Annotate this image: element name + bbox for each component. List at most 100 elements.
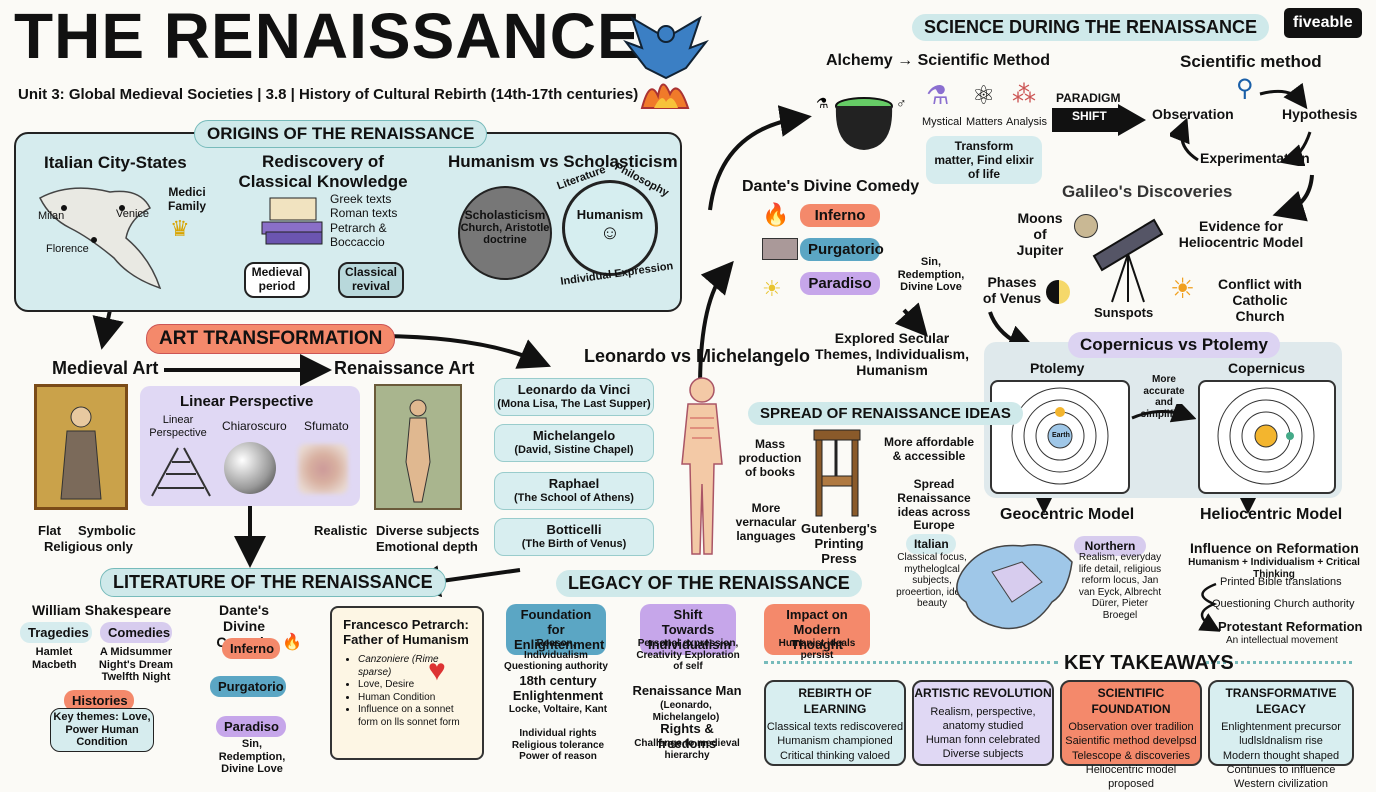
renaissance-man-label: Renaissance Man — [632, 683, 742, 698]
matters-label: Matters — [966, 116, 1003, 128]
city-milan: Milan — [38, 210, 65, 222]
tragedies-tag: Tragedies — [20, 622, 92, 643]
humanism-circle: Humanism ☺ — [562, 180, 658, 276]
galileo-label: Galileo's Discoveries — [1062, 182, 1233, 201]
takeaways-divider-right — [1206, 661, 1352, 664]
magnifier-icon: ⚲ — [1236, 75, 1254, 102]
scholasticism-label: Scholasticism — [464, 208, 546, 222]
text-roman: Roman texts — [330, 206, 398, 221]
renaissance-painting — [374, 384, 462, 510]
takeaway-line: Realism, perspective, — [930, 705, 1036, 718]
printed-bible-label: Printed Bible translations — [1220, 576, 1342, 588]
shift-arrow-icon — [1052, 104, 1146, 136]
comedies-list: A Midsummer Night's Dream Twelfth Night — [98, 646, 174, 684]
takeaway-line: Observation over tradilion — [1068, 721, 1194, 734]
molecule-icon: ⁂ — [1012, 81, 1036, 108]
enlightenment-label: 18th century Enlightenment — [512, 673, 604, 703]
artist-works: (David, Sistine Chapel) — [514, 443, 634, 456]
moon-icon — [1074, 214, 1098, 238]
petrarch-title: Francesco Petrarch: Father of Humanism — [343, 617, 469, 647]
lit-fire-icon: 🔥 — [282, 634, 302, 651]
dante-explored: Explored Secular Themes, Individualism, … — [814, 330, 970, 379]
venus-phase-icon — [1046, 280, 1070, 304]
vernacular-label: More vernacular languages — [735, 501, 797, 543]
literature-heading: LITERATURE OF THE RENAISSANCE — [100, 568, 446, 597]
takeaway-line: Heliocentric model proposed — [1085, 764, 1177, 791]
takeaway-title: REBIRTH OF LEARNING — [798, 686, 872, 716]
hypothesis-label: Hypothesis — [1282, 106, 1358, 122]
art-heading: ART TRANSFORMATION — [146, 324, 396, 354]
takeaway-line: Enlightenment precursor — [1221, 721, 1341, 734]
spread-heading: SPREAD OF RENAISSANCE IDEAS — [748, 402, 1023, 425]
takeaways-heading: KEY TAKEAWAYS — [1064, 652, 1234, 674]
takeaway-line: Humanism championed — [777, 735, 893, 748]
petrarch-item: Influence on a sonnet form on lls sonnet… — [358, 704, 468, 729]
flask-icon: ⚗ — [926, 80, 950, 110]
more-accurate-label: More accurate and simplified — [1140, 374, 1188, 420]
petrarch-item: Love, Desire — [358, 679, 468, 692]
linear-perspective-title: Linear Perspective — [180, 393, 314, 410]
italy-map-icon — [39, 187, 162, 290]
takeaway-line: Classical texts rediscovered — [766, 721, 904, 734]
moons-label: Moons of Jupiter — [1016, 210, 1064, 259]
foundation-desc: Reason, Individualism Questioning author… — [504, 638, 608, 672]
humanism-vs-label: Humanism vs Scholasticism — [448, 152, 678, 171]
shakespeare-label: William Shakespeare — [32, 602, 172, 618]
legacy-heading: LEGACY OF THE RENAISSANCE — [556, 570, 862, 597]
leonardo-vs-heading: Leonardo vs Michelangelo — [584, 346, 811, 366]
artist-name: Botticelli — [546, 522, 602, 537]
takeaway-title: SCIENTIFIC FOUNDATION — [1091, 686, 1171, 716]
foundation-tag: Foundation for Enlightenment — [506, 604, 606, 655]
realistic-label: Realistic — [314, 523, 368, 538]
medieval-period-box: Medieval period — [244, 262, 310, 298]
copernicus-label: Copernicus — [1228, 360, 1306, 376]
takeaway-card-rebirth: REBIRTH OF LEARNING Classical texts redi… — [764, 680, 906, 766]
sun-rays-icon: ☀ — [762, 276, 782, 301]
conflict-label: Conflict with Catholic Church — [1218, 276, 1302, 325]
telescope-icon — [1092, 218, 1164, 303]
technique-sfumato: Sfumato — [304, 419, 349, 433]
gutenberg-label: Gutenberg's Printing Press — [800, 521, 878, 566]
petrarch-scroll — [330, 606, 484, 760]
artist-michelangelo[interactable]: Michelangelo(David, Sistine Chapel) — [494, 424, 654, 462]
reformation-arrows-icon — [1198, 582, 1220, 632]
science-heading: SCIENCE DURING THE RENAISSANCE — [912, 14, 1270, 41]
takeaway-line: Diverse subjects — [942, 748, 1024, 761]
lit-inferno: Inferno — [222, 638, 280, 659]
takeaway-line: Western civilization — [1234, 778, 1328, 791]
lit-purgatorio: Purgatorio — [210, 676, 286, 697]
texts-list: Greek texts Roman texts Petrarch & Bocca… — [330, 192, 398, 250]
rights-desc: Individual rights Religious tolerance Po… — [511, 728, 605, 762]
takeaway-line: Continues to influence — [1226, 764, 1336, 777]
analysis-label: Analysis — [1006, 116, 1047, 128]
paradigm-label: PARADIGM — [1056, 91, 1121, 105]
brand-logo[interactable]: fiveable — [1284, 8, 1362, 38]
renaissance-art-label: Renaissance Art — [334, 358, 475, 378]
dante-inferno: Inferno — [800, 204, 880, 227]
medieval-art-label: Medieval Art — [52, 358, 159, 378]
questioning-label: Questioning Church authority — [1212, 598, 1355, 610]
artist-botticelli[interactable]: Botticelli(The Birth of Venus) — [494, 518, 654, 556]
heliocentric-orbits-icon — [1217, 387, 1315, 485]
page-subtitle: Unit 3: Global Medieval Societies | 3.8 … — [18, 86, 639, 103]
mystical-label: Mystical — [922, 116, 962, 128]
technique-chiaroscuro: Chiaroscuro — [222, 419, 287, 433]
artist-leonardo[interactable]: Leonardo da Vinci(Mona Lisa, The Last Su… — [494, 378, 654, 416]
takeaway-line: anatomy studied — [942, 719, 1024, 732]
artist-works: (Mona Lisa, The Last Supper) — [497, 397, 651, 410]
rights-freedoms-desc: Challenge to medieval hierarchy — [634, 738, 740, 761]
geocentric-label: Geocentric Model — [1000, 506, 1135, 523]
italian-tag: Italian — [906, 534, 956, 554]
artist-raphael[interactable]: Raphael(The School of Athens) — [494, 472, 654, 510]
evidence-label: Evidence for Heliocentric Model — [1178, 218, 1304, 251]
petrarch-list: Canzoniere (Rime sparse) Love, Desire Hu… — [344, 654, 468, 729]
scholasticism-desc: Church, Aristotle doctrine — [460, 222, 550, 246]
shift-tag: Shift Towards Individualism — [640, 604, 736, 655]
transform-box: Transform matter, Find elixir of life — [926, 136, 1042, 184]
takeaway-line: Saientific method develpsd — [1065, 735, 1197, 748]
religious-label: Religious only — [44, 539, 133, 554]
brain-icon: ☺ — [599, 222, 621, 244]
takeaway-line: Telescope & discoveries — [1071, 749, 1190, 762]
technique-linear: Linear Perspective — [149, 414, 207, 439]
ptolemy-label: Ptolemy — [1030, 360, 1085, 376]
